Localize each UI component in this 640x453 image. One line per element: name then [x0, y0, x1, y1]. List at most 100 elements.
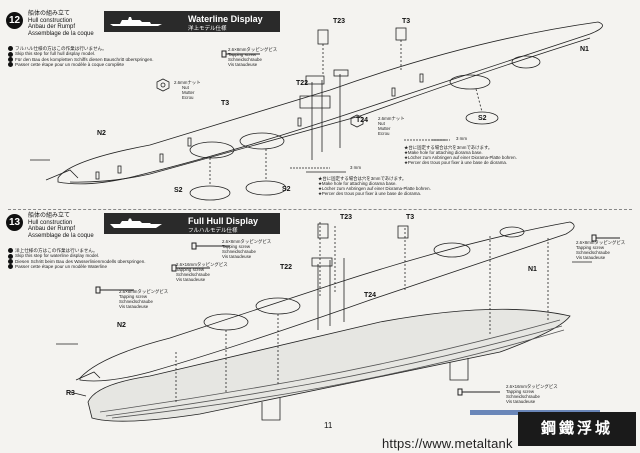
callout-de: Schneidschraube — [222, 249, 256, 254]
part-label-t22-b: T22 — [280, 264, 293, 271]
skip-mark-icon — [8, 51, 13, 57]
callout-de: Schneidschraube — [576, 250, 610, 255]
part-label-t3-b: T3 — [406, 214, 415, 221]
note: Für den Bau des kompletten Schiffs diese… — [15, 56, 154, 62]
callout-en: Tapping screw — [506, 389, 535, 394]
part-label-r3: R3 — [66, 390, 75, 397]
holes-note-upper: ★台に固定する場合は穴を3mmであけます。 ★Make hole for att… — [404, 145, 517, 165]
note-jp: ★台に固定する場合は穴を3mmであけます。 — [404, 145, 493, 150]
callout-de: Mutter — [378, 126, 391, 131]
part-label-t23: T23 — [333, 18, 346, 25]
dim-3mm-lower: 3 mm — [350, 165, 361, 170]
callout-fr: Vis taraudeuse — [222, 254, 252, 259]
screw-callout-e: 2.6×16mmタッピングビス Tapping screw Schneidsch… — [506, 384, 558, 404]
note: Passer cette étape pour un modèle à coqu… — [15, 62, 125, 68]
callout-fr: Vis taraudeuse — [119, 304, 149, 309]
note-en: ★Make hole for attaching diorama base. — [318, 181, 397, 186]
part-label-n2: N2 — [97, 130, 106, 137]
screw-callout: 2.6×8mmタッピングビス Tapping screw Schneidschr… — [228, 47, 277, 67]
part-label-t22: T22 — [296, 80, 309, 87]
step-13-header: 船体の組み立て Hull construction Anbau der Rump… — [28, 213, 94, 239]
ship-silhouette-icon — [110, 218, 162, 228]
watermark-logo: 鋼鐵浮城 — [518, 412, 636, 446]
banner-subtitle: 洋上モデル仕様 — [188, 26, 227, 32]
part-label-n1-b: N1 — [528, 266, 537, 273]
header-jp: 船体の組み立て — [28, 213, 71, 219]
note: Skip this step for waterline display mod… — [15, 253, 100, 259]
part-label-t23-b: T23 — [340, 214, 353, 221]
skip-mark-icon — [8, 46, 13, 52]
callout-fr: Vis taraudeuse — [506, 399, 536, 404]
callout-en: Tapping screw — [119, 294, 148, 299]
callout-de: Mutter — [182, 90, 195, 95]
waterline-banner: Waterline Display 洋上モデル仕様 — [104, 11, 280, 32]
note: Skip this step for full hull display mod… — [15, 51, 96, 57]
header-de: Anbau der Rumpf — [28, 226, 76, 232]
callout-de: Schneidschraube — [228, 57, 262, 62]
dim-3mm-upper: 3 mm — [456, 136, 467, 141]
ship-silhouette-icon — [110, 17, 162, 26]
callout-de: Schneidschraube — [176, 272, 210, 277]
screw-callout-a: 2.6×8mmタッピングビス Tapping screw Schneidschr… — [222, 239, 271, 259]
step-divider — [8, 209, 632, 210]
banner-title: Waterline Display — [188, 14, 263, 24]
banner-title: Full Hull Display — [188, 216, 259, 226]
note-fr: ★Percer des trous pour fixer à une base … — [404, 160, 508, 165]
callout-jp: 2.6×8mmタッピングビス — [228, 47, 278, 52]
skip-mark-icon — [8, 253, 13, 259]
screw-callout-b: 2.6×16mmタッピングビス Tapping screw Schneidsch… — [176, 262, 228, 282]
step-12-header: 船体の組み立て Hull construction Anbau der Rump… — [28, 11, 94, 37]
callout-jp: 2.6mmナット — [378, 116, 405, 121]
part-label-s2-b: S2 — [282, 186, 291, 193]
callout-fr: Ecrou — [182, 95, 194, 100]
note: フルハル仕様の方はこの作業は行いません。 — [15, 46, 107, 51]
callout-jp: 2.6×8mmタッピングビス — [576, 240, 626, 245]
callout-en: Tapping screw — [222, 244, 251, 249]
part-label-n2-b: N2 — [117, 322, 126, 329]
header-en: Hull construction — [28, 17, 73, 24]
note-fr: ★Percer des trous pour fixer à une base … — [318, 191, 422, 196]
callout-fr: Vis taraudeuse — [576, 255, 606, 260]
part-label-t3: T3 — [402, 18, 411, 25]
note-en: ★Make hole for attaching diorama base. — [404, 150, 483, 155]
step-13-notes: 洋上仕様の方はこの作業は行いません。 Skip this step for wa… — [8, 248, 146, 270]
callout-fr: Vis taraudeuse — [228, 62, 258, 67]
banner-subtitle: フルハルモデル仕様 — [188, 228, 238, 234]
page-number: 11 — [324, 421, 333, 430]
callout-jp: 2.6×16mmタッピングビス — [176, 262, 228, 267]
header-fr: Assemblage de la coque — [28, 30, 94, 37]
part-label-t24: T24 — [356, 117, 369, 124]
skip-mark-icon — [8, 57, 13, 63]
part-label-t3-lower: T3 — [221, 100, 230, 107]
note-de: ★Löcher zum Anbringen auf einer Diorama-… — [404, 155, 517, 160]
note: 洋上仕様の方はこの作業は行いません。 — [15, 248, 98, 253]
header-jp: 船体の組み立て — [28, 11, 71, 17]
callout-en: Tapping screw — [228, 52, 257, 57]
note: Diesen Schritt beim Bau des Wasserlinien… — [15, 258, 146, 264]
step-13-number: 13 — [6, 214, 23, 231]
skip-mark-icon — [8, 248, 13, 254]
part-label-s2-c: S2 — [478, 115, 487, 122]
full-hull-banner: Full Hull Display フルハルモデル仕様 — [104, 213, 280, 234]
note-de: ★Löcher zum Anbringen auf einer Diorama-… — [318, 186, 431, 191]
callout-jp: 2.6×16mmタッピングビス — [506, 384, 558, 389]
holes-note-lower: ★台に固定する場合は穴を3mmであけます。 ★Make hole for att… — [318, 176, 431, 196]
header-fr: Assemblage de la coque — [28, 232, 94, 239]
note: Passer cette étape pour un modèle Waterl… — [15, 264, 108, 270]
step-12-notes: フルハル仕様の方はこの作業は行いません。 Skip this step for … — [8, 46, 154, 68]
website-url[interactable]: https://www.metaltank — [382, 436, 513, 451]
skip-mark-icon — [8, 62, 13, 68]
callout-en: Tapping screw — [576, 245, 605, 250]
callout-en: Nut — [378, 121, 385, 126]
part-label-n1: N1 — [580, 46, 589, 53]
nut-callout: 2.6mmナット Nut Mutter Ecrou — [174, 80, 201, 100]
part-label-s2-a: S2 — [174, 187, 183, 194]
step-12-number: 12 — [6, 12, 23, 29]
nut2-callout: 2.6mmナット Nut Mutter Ecrou — [378, 116, 405, 136]
header-en: Hull construction — [28, 219, 73, 226]
callout-fr: Vis taraudeuse — [176, 277, 206, 282]
skip-mark-icon — [8, 264, 13, 270]
callout-de: Schneidschraube — [506, 394, 540, 399]
